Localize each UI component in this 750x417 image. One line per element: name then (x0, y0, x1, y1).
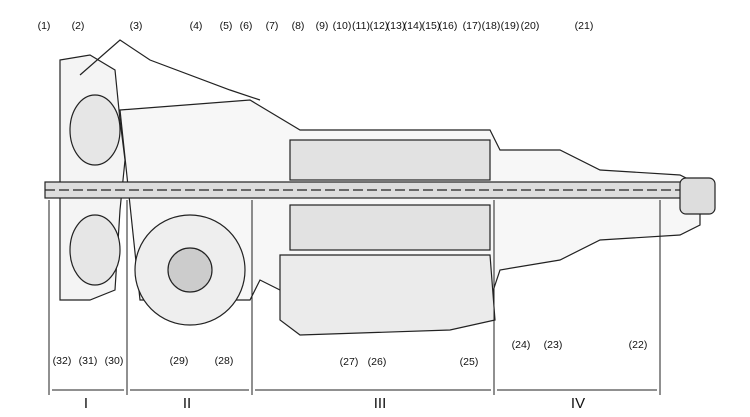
section-label: IV (570, 395, 586, 412)
transmission-case (119, 99, 701, 301)
part-label: (13) (386, 20, 406, 32)
part-label: (5) (219, 20, 233, 32)
section-label: I (83, 395, 89, 412)
part-label: (20) (520, 20, 540, 32)
part-label: (4) (189, 20, 203, 32)
section-label: III (373, 395, 387, 412)
part-label: (10) (332, 20, 352, 32)
part-label: (28) (214, 355, 234, 367)
part-label: (17) (462, 20, 482, 32)
valve-body (279, 254, 496, 336)
part-label: (21) (574, 20, 594, 32)
part-label: (11) (352, 20, 370, 32)
converter-upper (69, 94, 121, 166)
clutch-pack (289, 139, 491, 181)
part-label: (16) (438, 20, 458, 32)
part-label: (22) (628, 339, 648, 351)
part-label: (18) (481, 20, 501, 32)
converter-lower (69, 214, 121, 286)
part-label: (23) (543, 339, 563, 351)
part-label: (25) (459, 356, 479, 368)
part-label: (27) (339, 356, 359, 368)
part-label: (19) (500, 20, 520, 32)
section-label: II (182, 395, 192, 412)
part-label: (15) (421, 20, 441, 32)
part-label: (29) (169, 355, 189, 367)
part-label: (8) (291, 20, 305, 32)
part-label: (32) (52, 355, 72, 367)
part-label: (12) (369, 20, 389, 32)
part-label: (7) (265, 20, 279, 32)
part-label: (30) (104, 355, 124, 367)
part-label: (1) (37, 20, 51, 32)
part-label: (24) (511, 339, 531, 351)
part-label: (9) (315, 20, 329, 32)
upper-bracket (79, 39, 261, 101)
part-label: (31) (78, 355, 98, 367)
part-label: (6) (239, 20, 253, 32)
part-label: (26) (367, 356, 387, 368)
part-label: (14) (403, 20, 423, 32)
part-label: (3) (129, 20, 143, 32)
part-label: (2) (71, 20, 85, 32)
output-yoke (679, 177, 716, 215)
